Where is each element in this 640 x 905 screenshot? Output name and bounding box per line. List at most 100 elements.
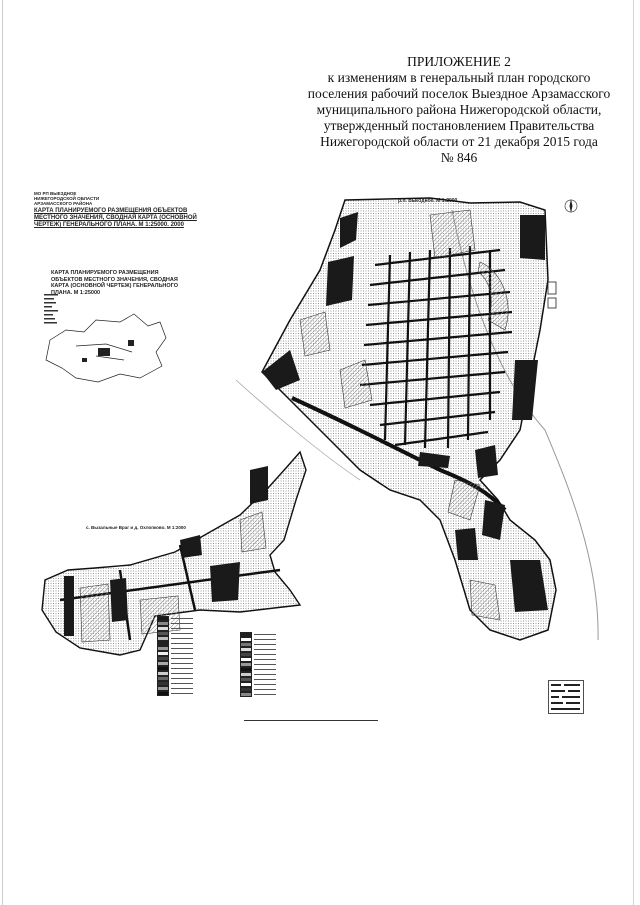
legend-item bbox=[157, 666, 193, 671]
legend-swatch bbox=[157, 671, 169, 676]
title-stamp bbox=[548, 680, 584, 714]
overview-map bbox=[44, 294, 167, 383]
legend-swatch bbox=[157, 656, 169, 661]
legend-item bbox=[240, 672, 276, 677]
legend-text bbox=[254, 644, 276, 645]
legend-left bbox=[157, 616, 193, 696]
legend-swatch bbox=[240, 677, 252, 682]
legend-item bbox=[240, 632, 276, 637]
org-line: НИЖЕГОРОДСКОЙ ОБЛАСТИ bbox=[34, 196, 100, 201]
signature-line bbox=[244, 720, 378, 721]
legend-text bbox=[171, 643, 193, 644]
header-line: муниципального района Нижегородской обла… bbox=[316, 102, 602, 117]
legend-text bbox=[171, 673, 193, 674]
legend-text bbox=[254, 654, 276, 655]
legend-text bbox=[254, 659, 276, 660]
legend-text bbox=[254, 639, 276, 640]
legend-swatch bbox=[157, 681, 169, 686]
legend-item bbox=[240, 647, 276, 652]
page-edge-right bbox=[633, 0, 634, 905]
legend-text bbox=[171, 633, 193, 634]
legend-text bbox=[254, 664, 276, 665]
legend-item bbox=[157, 641, 193, 646]
legend-item bbox=[240, 687, 276, 692]
legend-swatch bbox=[240, 687, 252, 692]
header-line: ПРИЛОЖЕНИЕ 2 bbox=[407, 54, 511, 69]
legend-swatch bbox=[240, 647, 252, 652]
legend-text bbox=[171, 638, 193, 639]
header-line: № 846 bbox=[440, 150, 478, 165]
village-map-label: с. Вызальные Враг и д. Охлопково. М 1:20… bbox=[86, 525, 186, 530]
legend-swatch bbox=[157, 686, 169, 691]
legend-item bbox=[240, 652, 276, 657]
legend-swatch bbox=[240, 657, 252, 662]
legend-swatch bbox=[157, 616, 169, 621]
legend-text bbox=[171, 618, 193, 619]
legend-swatch bbox=[157, 676, 169, 681]
legend-swatch bbox=[157, 631, 169, 636]
legend-swatch bbox=[240, 672, 252, 677]
legend-text bbox=[171, 658, 193, 659]
legend-item bbox=[157, 656, 193, 661]
legend-item bbox=[157, 676, 193, 681]
legend-right bbox=[240, 632, 276, 697]
legend-item bbox=[157, 671, 193, 676]
legend-swatch bbox=[240, 642, 252, 647]
legend-item bbox=[157, 661, 193, 666]
legend-text bbox=[254, 674, 276, 675]
legend-text bbox=[171, 678, 193, 679]
legend-item bbox=[157, 646, 193, 651]
legend-item bbox=[240, 667, 276, 672]
legend-text bbox=[171, 668, 193, 669]
legend-item bbox=[157, 631, 193, 636]
org-line: АРЗАМАССКОГО РАЙОНА bbox=[34, 201, 93, 206]
legend-item bbox=[240, 642, 276, 647]
org-line: МО РП ВЫЕЗДНОЕ bbox=[34, 191, 77, 196]
legend-swatch bbox=[240, 637, 252, 642]
legend-swatch bbox=[157, 626, 169, 631]
legend-item bbox=[240, 637, 276, 642]
overview-map-title: КАРТА ПЛАНИРУЕМОГО РАЗМЕЩЕНИЯ ОБЪЕКТОВ М… bbox=[51, 270, 178, 296]
legend-text bbox=[254, 694, 276, 695]
page-edge-left bbox=[2, 0, 3, 905]
legend-item bbox=[157, 651, 193, 656]
legend-swatch bbox=[240, 662, 252, 667]
legend-text bbox=[171, 663, 193, 664]
legend-swatch bbox=[157, 661, 169, 666]
legend-swatch bbox=[157, 641, 169, 646]
settlement-boundary bbox=[261, 197, 557, 641]
map-title: КАРТА ПЛАНИРУЕМОГО РАЗМЕЩЕНИЯ ОБЪЕКТОВ М… bbox=[34, 208, 197, 228]
legend-text bbox=[254, 679, 276, 680]
legend-swatch bbox=[157, 621, 169, 626]
legend-swatch bbox=[240, 682, 252, 687]
legend-text bbox=[254, 634, 276, 635]
legend-item bbox=[240, 662, 276, 667]
legend-swatch bbox=[240, 652, 252, 657]
legend-swatch bbox=[157, 691, 169, 696]
legend-text bbox=[254, 689, 276, 690]
legend-item bbox=[240, 657, 276, 662]
legend-item bbox=[157, 616, 193, 621]
legend-item bbox=[240, 692, 276, 697]
legend-item bbox=[157, 626, 193, 631]
header-line: к изменениям в генеральный план городско… bbox=[327, 70, 591, 85]
legend-text bbox=[254, 649, 276, 650]
compass-icon bbox=[564, 199, 578, 213]
legend-item bbox=[157, 681, 193, 686]
legend-text bbox=[171, 628, 193, 629]
legend-text bbox=[171, 653, 193, 654]
legend-text bbox=[254, 684, 276, 685]
appendix-header: ПРИЛОЖЕНИЕ 2 к изменениям в генеральный … bbox=[300, 54, 618, 166]
legend-text bbox=[171, 688, 193, 689]
legend-swatch bbox=[240, 632, 252, 637]
legend-swatch bbox=[157, 646, 169, 651]
legend-swatch bbox=[157, 636, 169, 641]
legend-item bbox=[157, 621, 193, 626]
legend-swatch bbox=[240, 692, 252, 697]
header-line: утвержденный постановлением Правительств… bbox=[323, 118, 595, 133]
legend-swatch bbox=[157, 651, 169, 656]
header-line: поселения рабочий поселок Выездное Арзам… bbox=[307, 86, 611, 101]
legend-swatch bbox=[157, 666, 169, 671]
legend-item bbox=[240, 677, 276, 682]
settlement-map-label: р.п. Выездное. М 1:2000 bbox=[398, 198, 458, 204]
